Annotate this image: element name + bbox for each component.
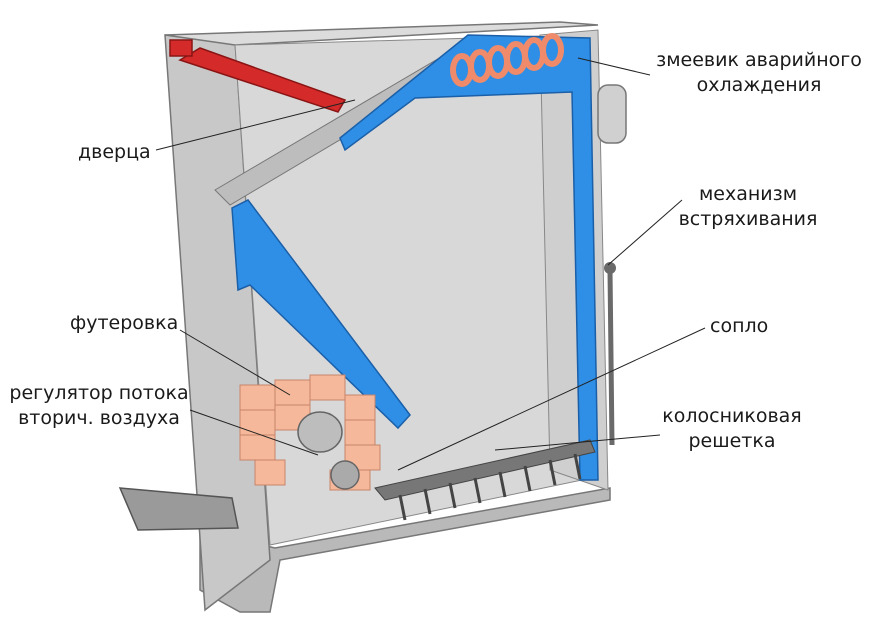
ash-door <box>118 487 239 531</box>
shaker-rod <box>607 269 615 446</box>
water-jacket-upper <box>339 34 599 481</box>
label-air-regulator: регулятор потока вторич. воздуха <box>8 381 190 431</box>
boiler-top-plate <box>164 21 599 46</box>
label-lining: футеровка <box>70 312 179 334</box>
label-shaker-line2: встряхивания <box>678 208 818 230</box>
label-door: дверца <box>78 141 151 163</box>
cooling-coil <box>450 33 564 87</box>
label-air-regulator-line1: регулятор потока <box>9 382 189 404</box>
air-regulator-pipe <box>330 460 360 490</box>
label-nozzle: сопло <box>710 315 769 337</box>
outlet-pipe <box>597 84 627 144</box>
label-shaker-line1: механизм <box>698 183 798 205</box>
water-jacket-lower <box>231 199 411 430</box>
door-lever <box>178 47 347 113</box>
label-grate-line2: решетка <box>688 430 776 452</box>
label-air-regulator-line2: вторич. воздуха <box>18 407 180 429</box>
label-cooling-coil: змеевик аварийного охлаждения <box>652 48 866 98</box>
label-cooling-coil-line2: охлаждения <box>696 74 822 96</box>
shaker-knob <box>604 262 616 274</box>
label-grate-line1: колосниковая <box>662 405 802 427</box>
label-cooling-coil-line1: змеевик аварийного <box>656 49 862 71</box>
grate-teeth <box>398 453 582 521</box>
lining-bricks <box>239 374 381 491</box>
leader-lines <box>155 57 706 471</box>
label-shaker-mechanism: механизм встряхивания <box>668 182 828 232</box>
label-grate: колосниковая решетка <box>652 404 812 454</box>
air-regulator <box>297 411 343 453</box>
grate <box>374 439 596 501</box>
door-lever-handle <box>169 39 193 57</box>
